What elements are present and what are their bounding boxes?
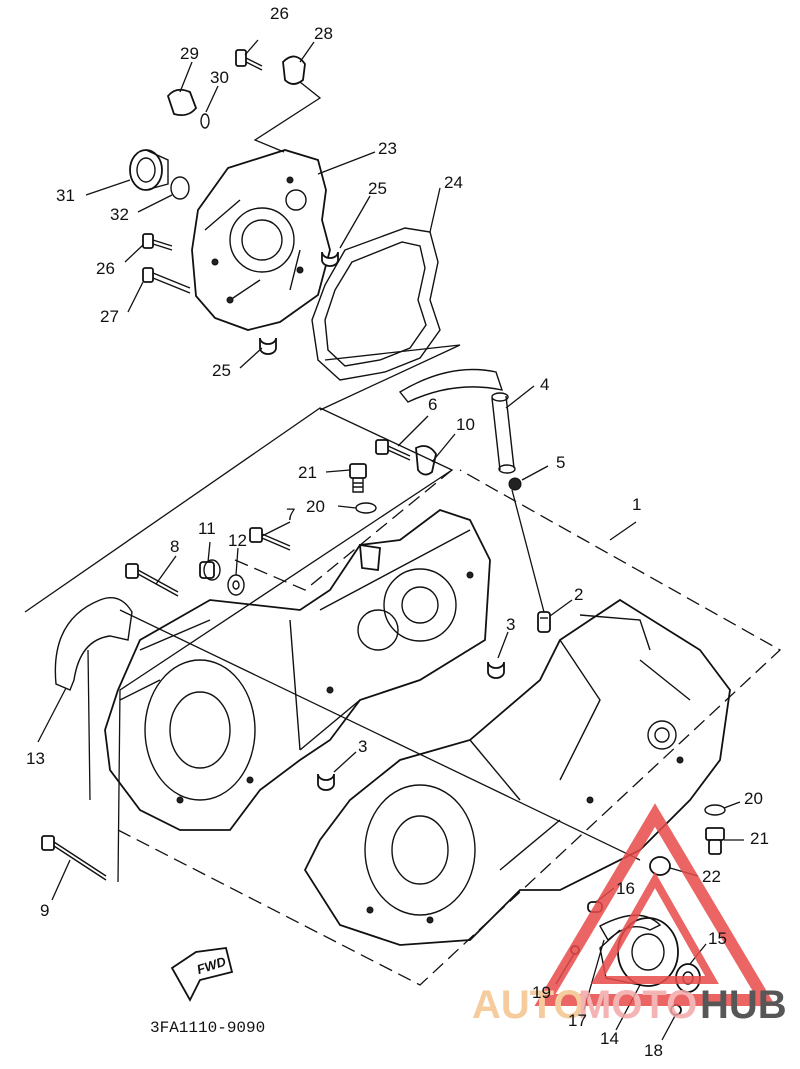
washer-20a [355,502,377,514]
crankcase-cover-group [85,39,461,411]
o-ring-30 [200,113,210,129]
callout-2: 2 [574,585,583,604]
plug-21a [349,463,367,493]
assembly-outlines [24,407,782,986]
callout-17: 17 [568,1011,587,1030]
callout-29: 29 [180,44,199,63]
callout-3a: 3 [506,615,515,634]
callout-11: 11 [198,519,216,538]
o-ring-32 [170,176,190,200]
plug-21b [705,827,725,855]
bolt-27 [142,267,191,294]
callout-25a: 25 [368,179,387,198]
fitting-2 [537,611,551,633]
watermark-word-moto: MOTO [578,983,697,1027]
callout-1: 1 [632,495,641,514]
callout-10: 10 [456,415,475,434]
crankcase-cover-23 [191,149,331,331]
cap-31 [129,149,169,191]
gasket-13 [54,597,133,691]
callout-16: 16 [616,879,635,898]
forward-arrow: FWD [170,947,234,1002]
callout-27: 27 [100,307,119,326]
callout-21a: 21 [298,463,317,482]
callout-4: 4 [540,375,549,394]
washer-20b [704,804,726,816]
right-crankcase-half [303,598,731,946]
callout-25b: 25 [212,361,231,380]
callout-24: 24 [444,173,463,192]
callout-13: 13 [26,749,45,768]
callout-28: 28 [314,24,333,43]
bearing-22 [649,856,671,876]
hose-4 [398,368,504,403]
watermark-logo: AUTO MOTO HUB [472,803,787,1027]
callout-3b: 3 [358,737,367,756]
watermark-word-hub: HUB [700,983,787,1027]
callout-26a: 26 [270,4,289,23]
bolt-9 [41,835,107,881]
bolt-26a [235,49,263,71]
callout-21b: 21 [750,829,769,848]
callout-30: 30 [210,68,229,87]
watermark-word-auto: AUTO [472,983,585,1027]
callout-32: 32 [110,205,129,224]
callout-18: 18 [644,1041,663,1060]
callout-20a: 20 [306,497,325,516]
callout-31: 31 [56,186,75,205]
callout-8: 8 [170,537,179,556]
dowel-3b [317,773,335,791]
bolt-7 [249,527,291,551]
bolt-26b [142,233,173,251]
callout-9: 9 [40,901,49,920]
dowel-3a [487,661,505,679]
callout-26b: 26 [96,259,115,278]
housing-14 [599,917,679,987]
callout-7: 7 [286,505,295,524]
callout-labels: 26 28 29 30 23 31 32 25 24 26 27 25 4 6 … [26,4,769,1060]
callout-14: 14 [600,1029,619,1048]
callout-15: 15 [708,929,727,948]
callout-12: 12 [228,531,247,550]
callout-20b: 20 [744,789,763,808]
dowel-25b [259,337,277,355]
clamp-10 [415,445,437,476]
bolt-6 [375,439,411,461]
gasket-17 [599,914,662,942]
dowel-25a [321,251,339,267]
bolt-11 [199,559,221,581]
bolt-8 [125,563,179,597]
callout-6: 6 [428,395,437,414]
hose-and-fasteners [125,368,573,633]
clip-5 [508,477,522,491]
clamp-28 [282,55,306,85]
callout-22: 22 [702,867,721,886]
plug-29 [166,88,198,117]
left-crankcase-half [104,508,491,831]
washer-12 [227,574,245,596]
callout-5: 5 [556,453,565,472]
callout-23: 23 [378,139,397,158]
diagram-part-code: 3FA1110-9090 [150,1019,265,1037]
callout-19: 19 [532,983,551,1002]
